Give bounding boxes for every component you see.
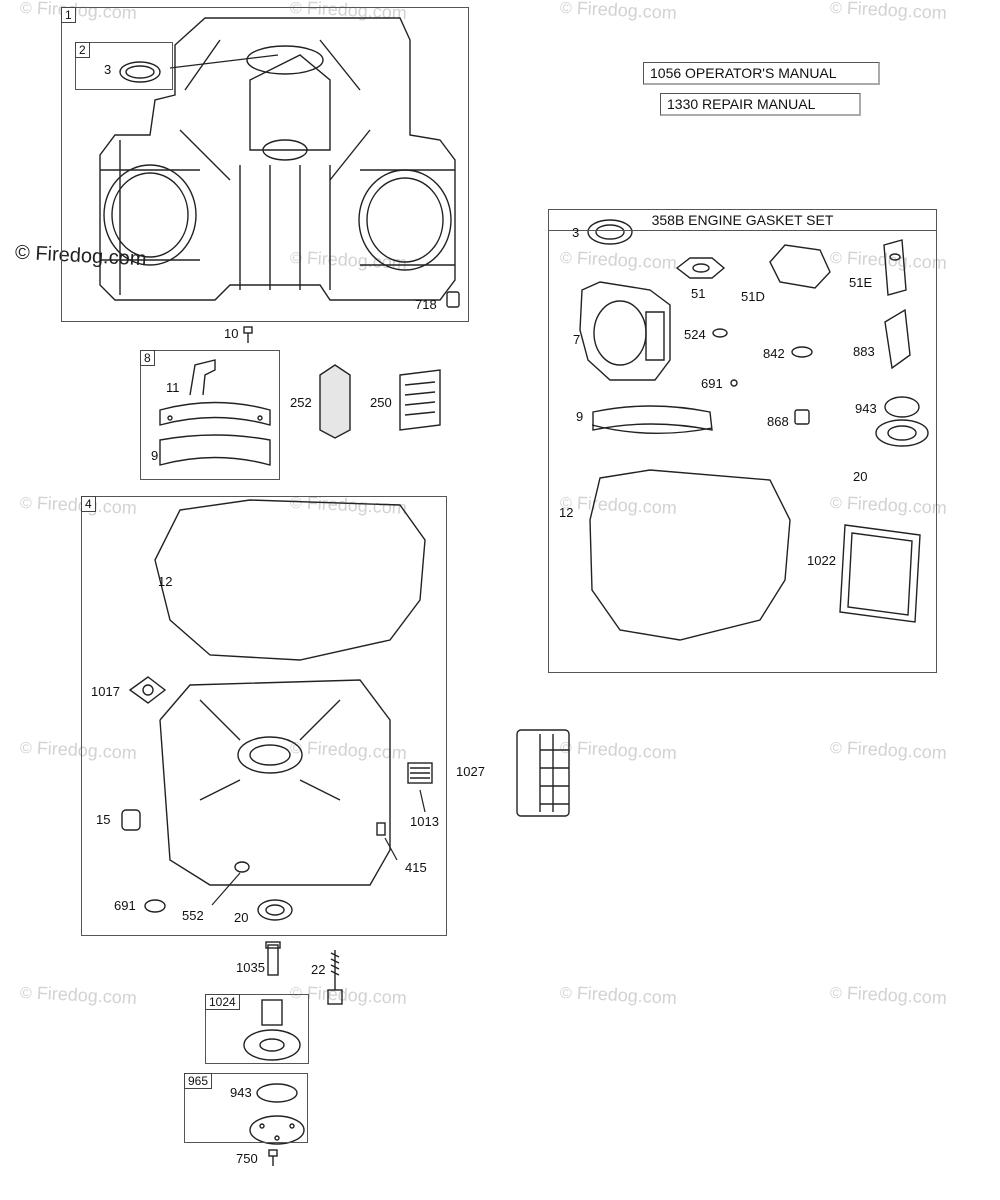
part-label-1013[interactable]: 1013 [410,814,439,829]
part-label-12[interactable]: 12 [158,574,173,589]
part-label-15[interactable]: 15 [96,812,111,827]
gasket-part-1022[interactable]: 1022 [807,553,836,568]
part-label-22[interactable]: 22 [311,962,326,977]
repair-manual-label[interactable]: 1330 REPAIR MANUAL [660,93,861,116]
gasket-part-842[interactable]: 842 [763,346,785,361]
crankcase-group[interactable]: 4 12 1017 15 691 552 20 1013 415 [81,496,447,936]
part-label-252[interactable]: 252 [290,395,312,410]
operators-manual-label[interactable]: 1056 OPERATOR'S MANUAL [643,62,880,85]
gasket-part-883[interactable]: 883 [853,344,875,359]
gasket-part-691[interactable]: 691 [701,376,723,391]
breather-group[interactable]: 8 11 9 [140,350,280,480]
gasket-part-524[interactable]: 524 [684,327,706,342]
bolt-10-drawing [243,326,253,343]
crankcase-drawing [121,499,433,921]
part-label-943[interactable]: 943 [230,1085,252,1100]
part-label-3[interactable]: 3 [104,62,112,77]
shaft-1035-drawing [265,941,281,976]
part-label-750[interactable]: 750 [236,1151,258,1166]
cylinder-block-drawing [99,17,460,308]
gasket-set-title-divider [549,230,936,231]
group-tag-4: 4 [81,496,96,512]
group-tag-1: 1 [61,7,76,23]
part-label-9[interactable]: 9 [151,448,159,463]
part-label-691[interactable]: 691 [114,898,136,913]
group-tag-965: 965 [184,1073,213,1089]
oil-filter-drawing [516,729,570,817]
oil-pump-group[interactable]: 1024 [205,994,309,1064]
screen-250-drawing [399,369,441,431]
part-label-415[interactable]: 415 [405,860,427,875]
part-label-1017[interactable]: 1017 [91,684,120,699]
cover-group-965[interactable]: 965 943 [184,1073,308,1143]
cylinder-block-group[interactable]: 1 [61,7,469,322]
gasket-set-drawings [579,219,929,641]
group-tag-8: 8 [140,350,155,366]
group-tag-2: 2 [75,42,90,58]
gasket-part-51d[interactable]: 51D [741,289,765,304]
gasket-part-7[interactable]: 7 [573,332,581,347]
gasket-part-943[interactable]: 943 [855,401,877,416]
gasket-set-title: 358B ENGINE GASKET SET [651,212,834,228]
gasket-part-12[interactable]: 12 [559,505,574,520]
gasket-part-868[interactable]: 868 [767,414,789,429]
gasket-set-group[interactable]: 358B ENGINE GASKET SET 3 51 51D 51E 7 52… [548,209,937,673]
filter-252-drawing [319,364,351,439]
gasket-part-9[interactable]: 9 [576,409,584,424]
part-label-1035[interactable]: 1035 [236,960,265,975]
cover-965-drawing [249,1083,305,1145]
screw-750-drawing [268,1149,278,1166]
part-label-250[interactable]: 250 [370,395,392,410]
part-label-10[interactable]: 10 [224,326,239,341]
gasket-part-51[interactable]: 51 [691,286,706,301]
part-label-718[interactable]: 718 [415,297,437,312]
bolt-22-drawing [327,950,343,1005]
part-label-20[interactable]: 20 [234,910,249,925]
part-label-1027[interactable]: 1027 [456,764,485,779]
part-label-552[interactable]: 552 [182,908,204,923]
seal-group-2[interactable]: 2 3 [75,42,173,90]
part-label-11[interactable]: 11 [166,380,180,395]
gasket-part-20[interactable]: 20 [853,469,868,484]
gasket-part-3[interactable]: 3 [572,225,580,240]
breather-drawing [159,359,271,466]
gasket-part-51e[interactable]: 51E [849,275,873,290]
group-tag-1024: 1024 [205,994,240,1010]
oil-pump-drawing [243,999,301,1061]
